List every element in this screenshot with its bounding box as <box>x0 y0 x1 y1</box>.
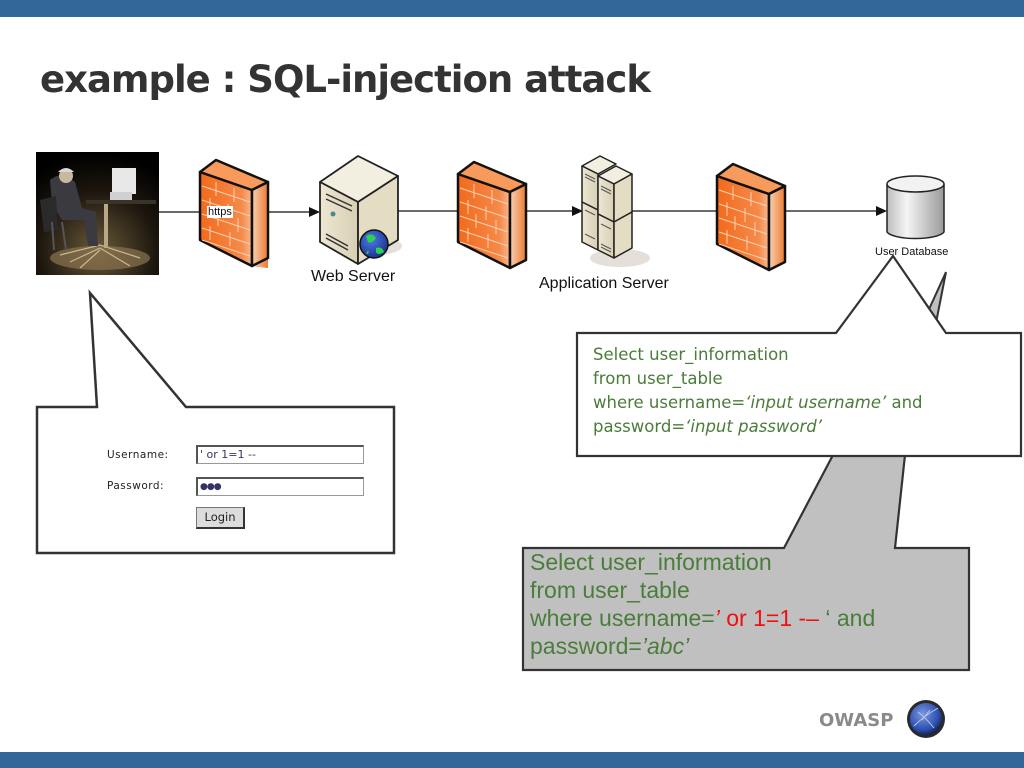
password-value: ’abc’ <box>641 633 690 659</box>
injected-payload: or 1=1 -– <box>719 605 826 631</box>
edge-label-https: https <box>207 206 233 218</box>
web-server-label: Web Server <box>311 268 396 285</box>
query-fragment: where username= <box>530 605 715 631</box>
query-line: Select user_information <box>593 345 789 364</box>
password-input[interactable]: ●●● <box>196 477 364 496</box>
query-fragment: ‘ and <box>825 605 876 631</box>
query-placeholder: ‘input username’ <box>745 393 887 412</box>
query-template-text: Select user_information from user_table … <box>593 343 923 439</box>
owasp-brand-text: OWASP <box>819 710 894 731</box>
firewall-icon <box>198 158 270 268</box>
hacker-photo <box>36 152 159 275</box>
query-placeholder: ‘input password’ <box>685 417 822 436</box>
globe-icon <box>359 229 389 259</box>
server-cluster-icon <box>581 155 650 267</box>
query-line: password=‘input password’ <box>593 415 923 439</box>
injected-query-callout <box>521 453 971 672</box>
username-label: Username: <box>107 449 169 461</box>
query-line: from user_table <box>530 577 690 603</box>
query-template-callout <box>575 254 1023 458</box>
query-fragment: password= <box>530 633 642 659</box>
query-line: Select user_information <box>530 549 772 575</box>
query-fragment: password= <box>593 417 686 436</box>
bottom-banner <box>0 752 1024 768</box>
top-banner <box>0 0 1024 17</box>
database-icon <box>886 175 945 240</box>
query-fragment: where username= <box>593 393 746 412</box>
web-server-icon <box>319 155 402 265</box>
owasp-logo-icon <box>907 700 945 738</box>
firewall-icon <box>456 160 528 270</box>
slide-title: example : SQL-injection attack <box>40 58 651 101</box>
password-label: Password: <box>107 480 165 492</box>
query-line: from user_table <box>593 369 723 388</box>
username-input[interactable]: ' or 1=1 -- <box>196 445 364 464</box>
query-fragment: and <box>886 393 923 412</box>
app-server-label: Application Server <box>539 275 669 292</box>
query-line: where username=‘input username’ and <box>593 391 923 415</box>
query-line: password=’abc’ <box>530 632 875 660</box>
database-label: User Database <box>875 246 949 258</box>
query-line: where username=’ or 1=1 -– ‘ and <box>530 604 875 632</box>
firewall-icon <box>715 162 787 272</box>
login-button[interactable]: Login <box>196 507 245 529</box>
injected-quote: ’ <box>714 605 720 631</box>
injected-query-text: Select user_information from user_table … <box>530 548 875 660</box>
